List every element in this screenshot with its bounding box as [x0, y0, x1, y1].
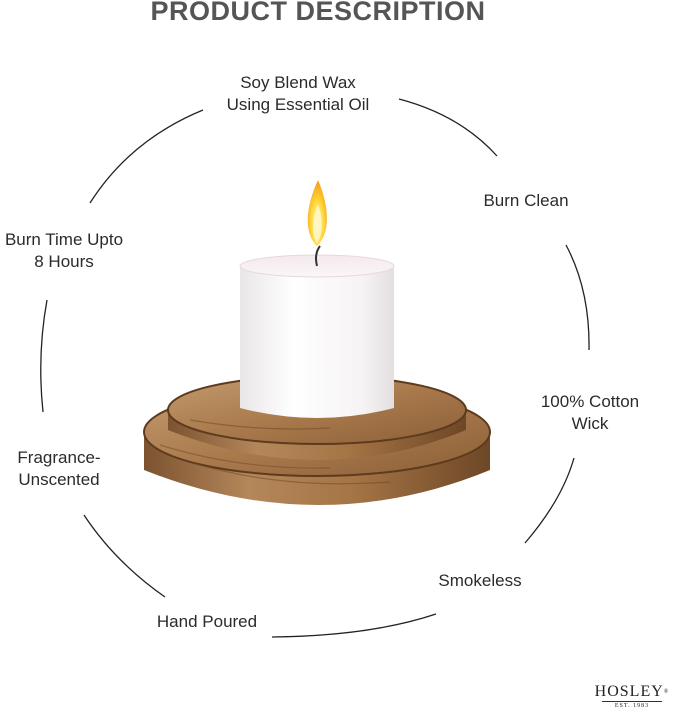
feature-soy-blend-wax: Soy Blend Wax Using Essential Oil — [210, 72, 386, 116]
ring-arc — [398, 98, 498, 157]
feature-line: Hand Poured — [156, 612, 258, 631]
pillar-candle — [239, 254, 395, 418]
flame-icon — [307, 180, 327, 246]
ring-arc — [565, 244, 590, 351]
feature-cotton-wick: 100% Cotton Wick — [520, 391, 660, 435]
brand-established: EST. 1983 — [602, 701, 662, 709]
brand-logo: HOSLEY® EST. 1983 — [592, 684, 672, 710]
feature-line: Using Essential Oil — [226, 95, 370, 114]
feature-burn-clean: Burn Clean — [466, 190, 586, 212]
feature-line: Smokeless — [438, 571, 522, 590]
registered-mark: ® — [663, 689, 670, 695]
ring-arc — [83, 514, 166, 598]
brand-name-text: HOSLEY — [594, 683, 664, 700]
brand-name: HOSLEY® — [592, 684, 672, 700]
feature-smokeless: Smokeless — [420, 570, 540, 592]
feature-line: 8 Hours — [34, 252, 94, 271]
ring-arc — [524, 457, 575, 544]
feature-burn-time: Burn Time Upto 8 Hours — [0, 229, 128, 273]
feature-line: Unscented — [18, 470, 100, 489]
feature-line: Wick — [571, 414, 609, 433]
ring-arc — [40, 299, 48, 413]
feature-hand-poured: Hand Poured — [140, 611, 274, 633]
feature-line: Burn Time Upto — [4, 230, 124, 249]
feature-line: 100% Cotton — [540, 392, 640, 411]
candle-product-image — [143, 180, 491, 505]
ring-arc — [89, 109, 204, 204]
ring-arc — [271, 613, 437, 638]
feature-line: Soy Blend Wax — [240, 73, 356, 92]
feature-fragrance: Fragrance- Unscented — [0, 447, 118, 491]
page-title: PRODUCT DESCRIPTION — [150, 0, 486, 26]
feature-line: Fragrance- — [17, 448, 101, 467]
feature-line: Burn Clean — [483, 191, 569, 210]
wick — [315, 245, 321, 267]
